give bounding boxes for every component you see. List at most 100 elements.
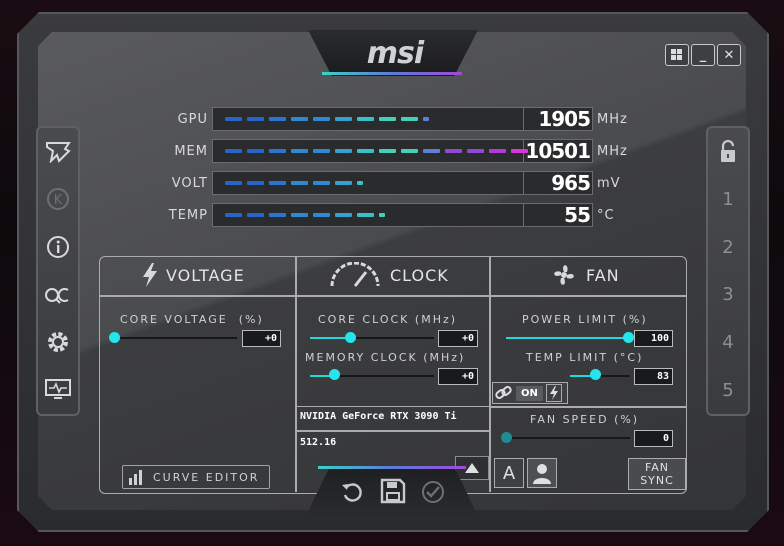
level-segment: [291, 117, 308, 121]
level-segment: [357, 149, 374, 153]
level-segment: [335, 181, 352, 185]
stat-bar-mem: [212, 139, 528, 163]
profile-5-button[interactable]: 5: [722, 379, 734, 401]
fan-speed-value[interactable]: 0: [634, 430, 673, 447]
fan-auto-button[interactable]: A: [494, 458, 524, 488]
core-clock-label-text: CORE CLOCK: [318, 313, 410, 326]
memory-clock-slider-thumb[interactable]: [329, 369, 340, 380]
profile-2-button[interactable]: 2: [722, 236, 734, 258]
power-limit-slider-track[interactable]: [506, 337, 630, 339]
stat-label: VOLT: [171, 175, 208, 191]
profile-1-button[interactable]: 1: [722, 188, 734, 210]
temp-limit-value[interactable]: 83: [634, 368, 673, 385]
expand-up-button[interactable]: [455, 456, 489, 480]
fan-speed-label-text: FAN SPEED: [530, 413, 609, 426]
stat-bar-volt: [212, 171, 524, 195]
stat-bar-gpu: [212, 107, 524, 131]
temp-limit-unit: (°C): [613, 351, 644, 364]
core-voltage-unit: (%): [238, 313, 264, 326]
stat-row-mem: MEM 10501 MHz: [150, 139, 628, 163]
fan-speed-unit: (%): [614, 413, 640, 426]
level-segment: [269, 213, 286, 217]
fan-speed-slider-track[interactable]: [506, 437, 630, 439]
kombustor-k-icon[interactable]: K: [44, 185, 72, 213]
windows-logo-icon[interactable]: [665, 44, 689, 66]
level-segment: [291, 149, 308, 153]
power-limit-slider-thumb[interactable]: [623, 332, 634, 343]
window-controls: _ ✕: [665, 44, 741, 66]
speedometer-icon: [330, 262, 380, 287]
profile-3-button[interactable]: 3: [722, 284, 734, 306]
level-segment: [313, 149, 330, 153]
settings-gear-icon[interactable]: [44, 328, 72, 356]
monitor-icon[interactable]: [44, 376, 72, 404]
minimize-icon[interactable]: _: [691, 44, 715, 66]
level-segment: [247, 213, 264, 217]
level-segment: [401, 117, 418, 121]
stat-unit: MHz: [597, 111, 628, 127]
core-voltage-slider-track[interactable]: [113, 337, 237, 339]
driver-version: 512.16: [300, 437, 337, 448]
core-clock-value[interactable]: +0: [438, 330, 478, 347]
level-segment: [511, 149, 528, 153]
stat-label: MEM: [174, 143, 208, 159]
stat-label: GPU: [177, 111, 208, 127]
bottom-trim: [318, 466, 466, 469]
msi-logo: msi: [366, 36, 424, 71]
level-segment: [225, 213, 242, 217]
fan-header: FAN: [550, 261, 620, 289]
stat-unit: °C: [597, 207, 615, 223]
divider: [489, 256, 491, 492]
right-toolbar: 1 2 3 4 5: [706, 126, 750, 416]
level-segment: [247, 149, 264, 153]
curve-editor-button[interactable]: CURVE EDITOR: [122, 465, 270, 489]
level-segment: [313, 117, 330, 121]
profile-4-button[interactable]: 4: [722, 331, 734, 353]
level-segment: [357, 213, 374, 217]
level-segment: [247, 117, 264, 121]
voltage-header: VOLTAGE: [140, 262, 245, 288]
fan-speed-slider-thumb[interactable]: [501, 432, 512, 443]
oc-scanner-icon[interactable]: [44, 281, 72, 309]
lock-icon[interactable]: [714, 138, 742, 166]
info-icon[interactable]: [44, 233, 72, 261]
divider: [295, 256, 297, 492]
level-segment: [335, 117, 352, 121]
level-segment: [313, 181, 330, 185]
fan-sync-line1: FAN: [644, 461, 670, 474]
core-clock-label: CORE CLOCK (MHz): [318, 313, 457, 326]
temp-limit-slider-thumb[interactable]: [590, 369, 601, 380]
close-icon[interactable]: ✕: [717, 44, 741, 66]
level-segment: [423, 117, 429, 121]
core-voltage-value[interactable]: +0: [242, 330, 281, 347]
memory-clock-value[interactable]: +0: [438, 368, 478, 385]
voltage-title: VOLTAGE: [166, 265, 245, 285]
stat-value: 1905: [524, 107, 593, 131]
core-clock-slider-thumb[interactable]: [345, 332, 356, 343]
stat-row-temp: TEMP 55 °C: [150, 203, 615, 227]
divider: [99, 295, 687, 297]
power-limit-label-text: POWER LIMIT: [522, 313, 618, 326]
temp-limit-label-text: TEMP LIMIT: [526, 351, 609, 364]
core-voltage-label-text: CORE VOLTAGE: [120, 313, 228, 326]
level-segment: [247, 181, 264, 185]
level-segment: [335, 213, 352, 217]
stat-row-gpu: GPU 1905 MHz: [150, 107, 628, 131]
core-clock-slider-track[interactable]: [310, 337, 434, 339]
power-temp-link-toggle[interactable]: ON: [492, 382, 568, 404]
lightning-small-icon: [545, 384, 562, 402]
fan-user-profile-button[interactable]: [527, 458, 557, 488]
memory-clock-slider-track[interactable]: [310, 375, 434, 377]
link-icon: [495, 386, 512, 399]
core-voltage-slider-thumb[interactable]: [109, 332, 120, 343]
save-icon[interactable]: [380, 478, 406, 504]
reset-icon[interactable]: [340, 480, 364, 504]
power-limit-value[interactable]: 100: [634, 330, 673, 347]
power-limit-unit: (%): [622, 313, 648, 326]
lightning-icon: [143, 263, 157, 287]
msi-dragon-icon[interactable]: [44, 138, 72, 166]
fan-sync-button[interactable]: FAN SYNC: [628, 458, 686, 490]
apply-check-icon[interactable]: [421, 480, 445, 504]
logo-plate: [308, 30, 478, 76]
level-segment: [335, 149, 352, 153]
